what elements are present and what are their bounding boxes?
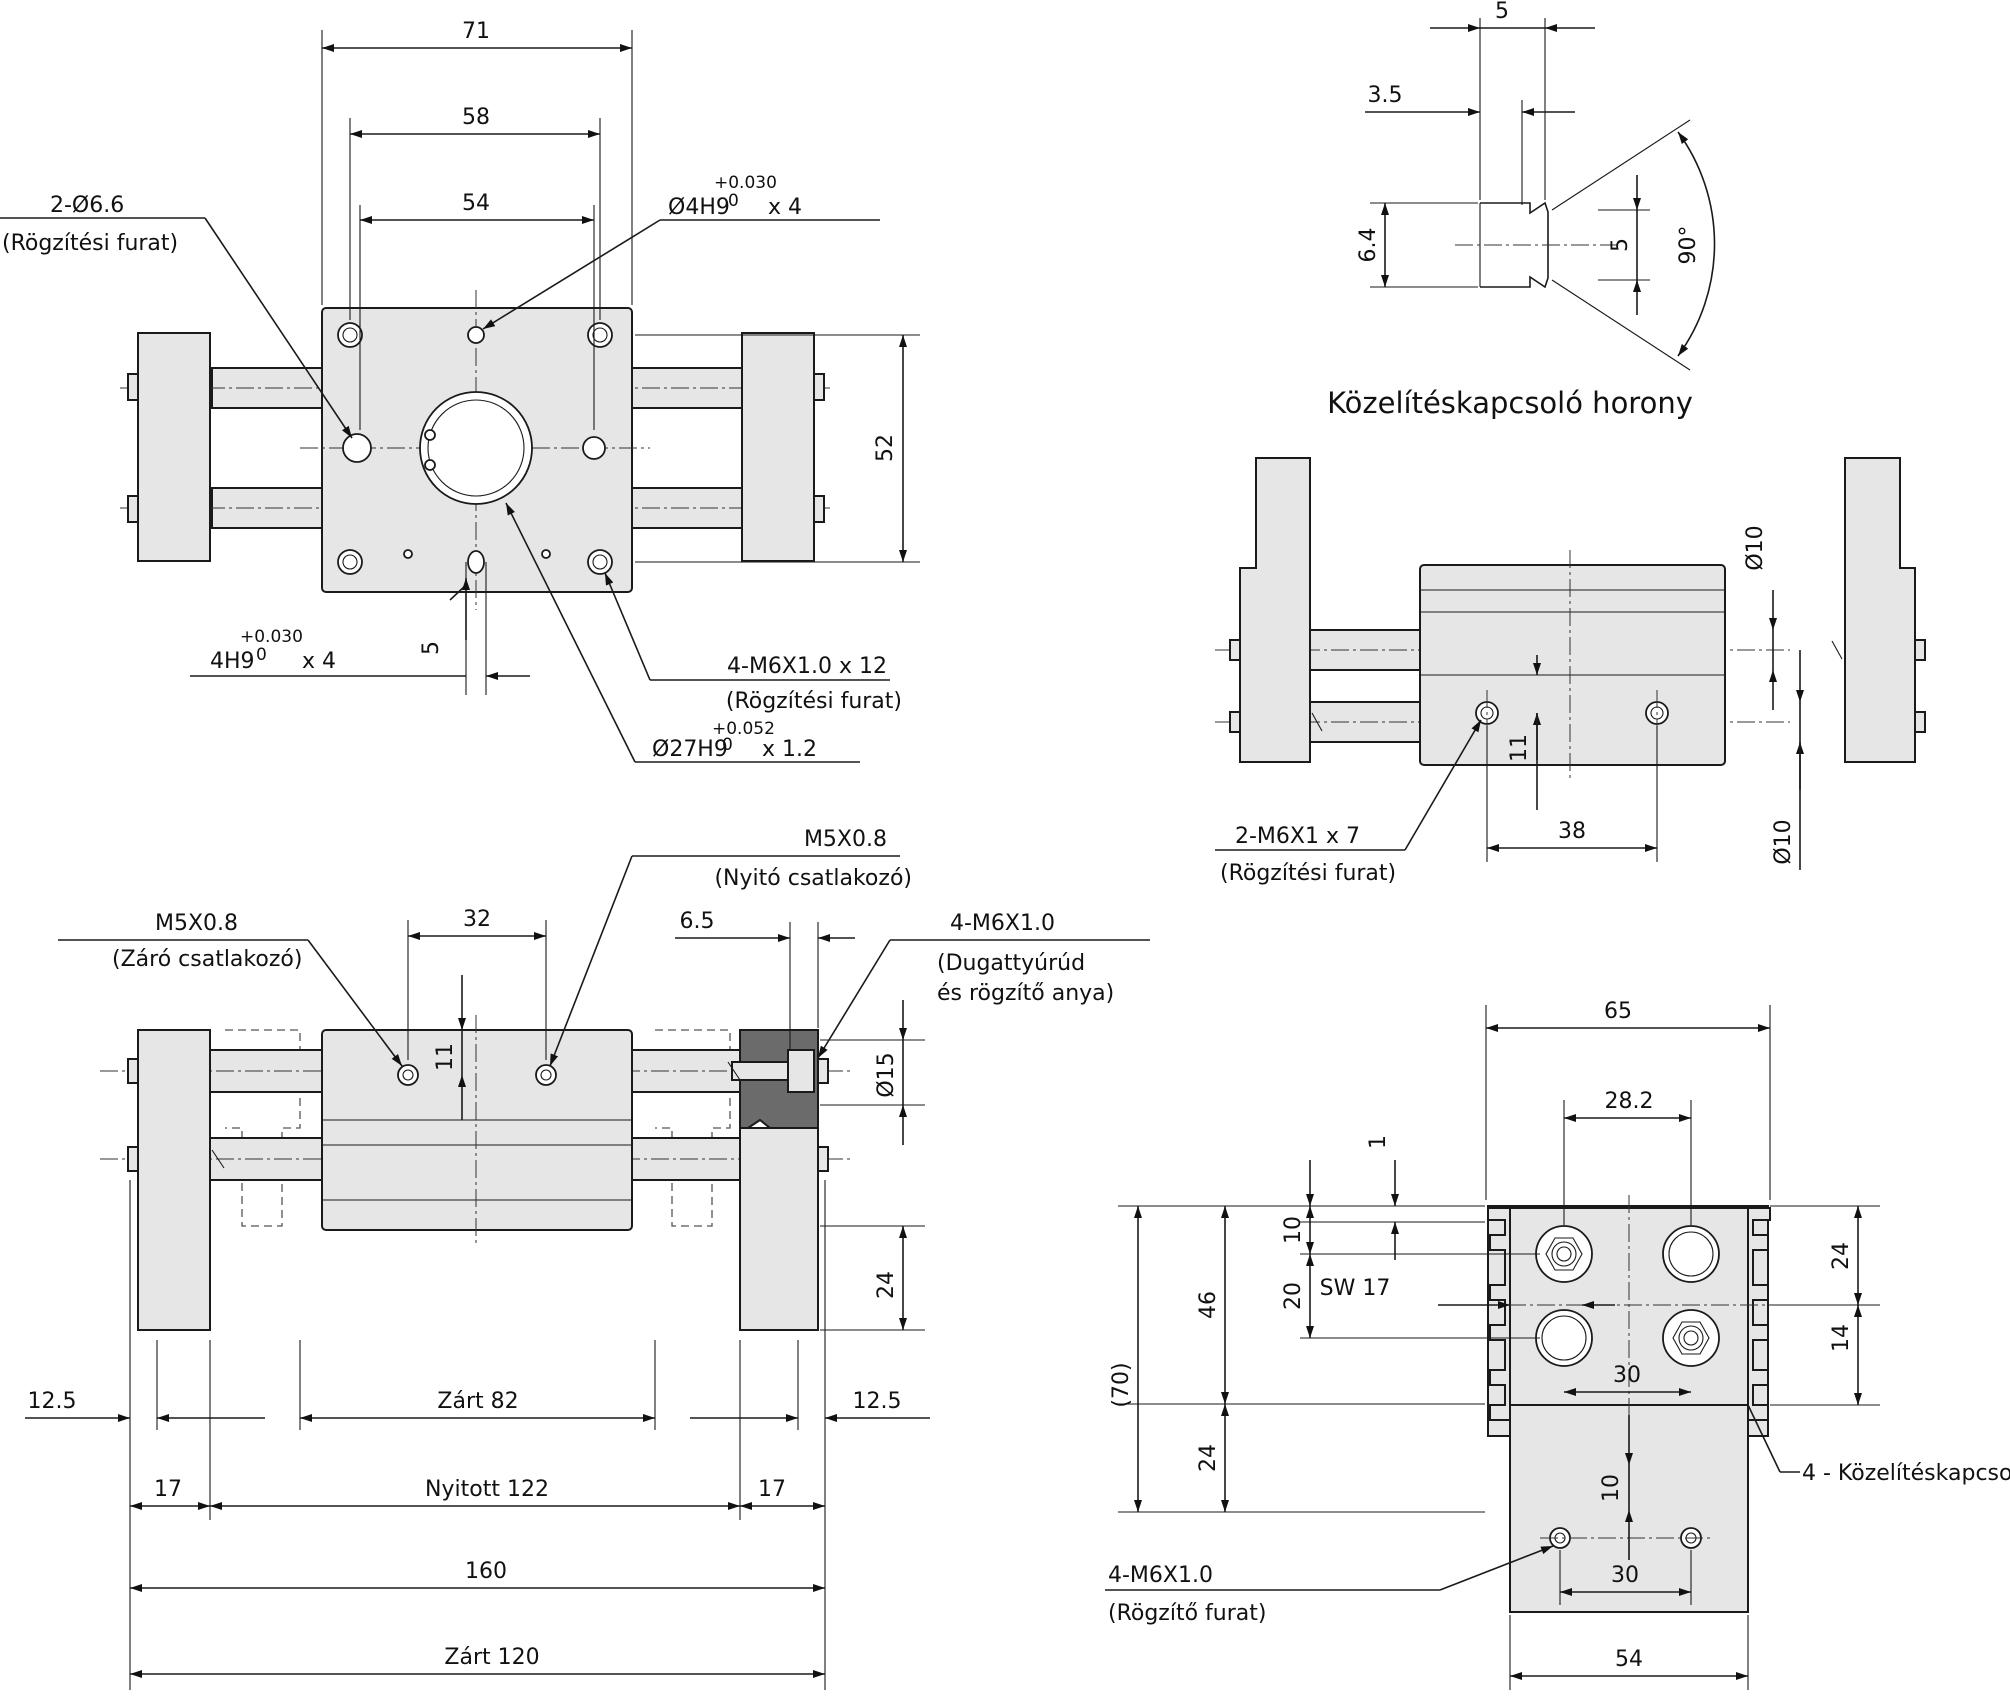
end-dim-20: 20 xyxy=(1281,1282,1306,1310)
port-open-label: M5X0.8 xyxy=(804,827,887,852)
end-dim-28-2: 28.2 xyxy=(1605,1089,1654,1114)
front-dim-24: 24 xyxy=(874,1271,899,1299)
hole-2-d66-note: (Rögzítési furat) xyxy=(2,231,178,256)
front-dim-160: 160 xyxy=(465,1559,507,1584)
side-dim-11: 11 xyxy=(1507,734,1532,762)
end-dim-10-top: 10 xyxy=(1281,1216,1306,1244)
front-view: M5X0.8 (Záró csatlakozó) M5X0.8 (Nyitó c… xyxy=(25,827,1150,1690)
front-dim-11: 11 xyxy=(433,1043,458,1071)
thread-4m6-label: 4-M6X1.0 x 12 xyxy=(727,654,887,679)
dim-5-pin: 5 xyxy=(419,641,444,655)
dim-71: 71 xyxy=(462,19,490,44)
slot-dim-6-4: 6.4 xyxy=(1356,228,1381,263)
end-dim-sw17: SW 17 xyxy=(1320,1276,1391,1301)
side-thread-2m6-label: 2-M6X1 x 7 xyxy=(1235,824,1360,849)
rod-thread-label: 4-M6X1.0 xyxy=(950,911,1055,936)
end-thread-4m6-label: 4-M6X1.0 xyxy=(1108,1563,1213,1588)
end-dim-24-left: 24 xyxy=(1196,1444,1221,1472)
end-dim-24-right: 24 xyxy=(1829,1242,1854,1270)
slot-angle: 90° xyxy=(1676,226,1701,265)
dim-54: 54 xyxy=(462,191,490,216)
front-dim-d15: Ø15 xyxy=(874,1052,899,1097)
slot-dim-5-top: 5 xyxy=(1495,0,1509,24)
front-dim-12-5-left: 12.5 xyxy=(28,1389,77,1414)
pin-4h9-tol-lower: 0 xyxy=(256,645,267,665)
slot-detail: 5 3.5 6.4 5 90° Közelítéskapcsoló horony xyxy=(1327,0,1716,420)
rod-thread-note-1: (Dugattyúrúd xyxy=(937,951,1085,976)
side-dim-d10-top: Ø10 xyxy=(1743,525,1768,570)
front-dim-closed-120: Zárt 120 xyxy=(444,1645,539,1670)
bore-d27-label: Ø27H9 xyxy=(652,737,728,762)
end-view: 65 28.2 1 10 SW 17 20 46 (70) 24 24 14 3… xyxy=(1105,999,2010,1690)
end-thread-4m6-note: (Rögzítő furat) xyxy=(1108,1601,1266,1626)
bore-d27-depth: x 1.2 xyxy=(762,737,817,762)
front-dim-open-122: Nyitott 122 xyxy=(425,1477,549,1502)
front-dim-closed-82: Zárt 82 xyxy=(437,1389,518,1414)
pin-d4-count: x 4 xyxy=(768,195,802,220)
side-dim-d10-bottom: Ø10 xyxy=(1771,819,1796,864)
pin-4h9-tol-upper: +0.030 xyxy=(240,627,303,647)
dim-58: 58 xyxy=(462,105,490,130)
front-dim-32: 32 xyxy=(463,907,491,932)
dim-52: 52 xyxy=(873,434,898,462)
end-dim-70: (70) xyxy=(1109,1362,1134,1407)
port-open-note: (Nyitó csatlakozó) xyxy=(714,866,912,891)
pin-d4-label: Ø4H9 xyxy=(668,195,730,220)
top-view: 71 58 54 52 5 2-Ø6.6 (Rögzítési furat) Ø… xyxy=(0,19,920,763)
slot-dim-3-5: 3.5 xyxy=(1368,83,1403,108)
end-dim-30-bottom: 30 xyxy=(1611,1563,1639,1588)
pin-d4-tol-lower: 0 xyxy=(728,191,739,211)
bore-d27-tol-lower: 0 xyxy=(722,735,733,755)
pin-4h9-count: x 4 xyxy=(302,649,336,674)
switch-note: 4 - Közelítéskapcsoló xyxy=(1802,1461,2010,1486)
port-close-note: (Záró csatlakozó) xyxy=(112,947,302,972)
end-dim-46: 46 xyxy=(1196,1291,1221,1319)
end-dim-65: 65 xyxy=(1604,999,1632,1024)
front-dim-17-left: 17 xyxy=(154,1477,182,1502)
side-dim-38: 38 xyxy=(1558,819,1586,844)
end-dim-54: 54 xyxy=(1615,1647,1643,1672)
end-dim-10-bottom: 10 xyxy=(1599,1474,1624,1502)
front-dim-6-5: 6.5 xyxy=(680,909,715,934)
thread-4m6-note: (Rögzítési furat) xyxy=(726,689,902,714)
slot-detail-title: Közelítéskapcsoló horony xyxy=(1327,386,1693,420)
pin-d4-tol-upper: +0.030 xyxy=(714,173,777,193)
side-thread-2m6-note: (Rögzítési furat) xyxy=(1220,861,1396,886)
front-dim-17-right: 17 xyxy=(758,1477,786,1502)
end-dim-14: 14 xyxy=(1829,1324,1854,1352)
slot-dim-5-side: 5 xyxy=(1608,238,1633,252)
rod-thread-note-2: és rögzítő anya) xyxy=(937,981,1114,1006)
port-close-label: M5X0.8 xyxy=(155,911,238,936)
end-dim-30-top: 30 xyxy=(1613,1363,1641,1388)
bore-d27-tol-upper: +0.052 xyxy=(712,719,775,739)
hole-2-d66-label: 2-Ø6.6 xyxy=(50,193,124,218)
end-dim-1: 1 xyxy=(1366,1135,1391,1149)
side-view-right: Ø10 Ø10 11 38 2-M6X1 x 7 (Rögzítési fura… xyxy=(1215,457,1926,886)
front-dim-12-5-right: 12.5 xyxy=(853,1389,902,1414)
pin-4h9-label: 4H9 xyxy=(210,649,255,674)
